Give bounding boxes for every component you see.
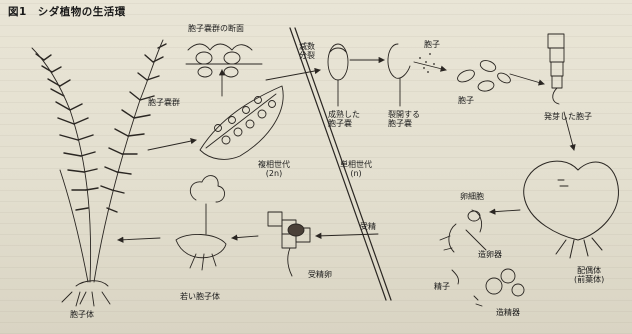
archegonium-drawing [440, 210, 486, 252]
label-sorus: 胞子嚢群 [148, 98, 180, 107]
label-reduction-division: 減数 分裂 [299, 42, 315, 60]
label-sporophyte-generation: 複相世代 (2n) [258, 160, 290, 178]
label-fertilized-egg: 受精卵 [308, 270, 332, 279]
young-sporophyte-drawing [176, 176, 226, 270]
label-dehiscing-sporangium: 裂開する 胞子嚢 [388, 110, 420, 128]
label-germinated-spore: 発芽した胞子 [544, 112, 592, 121]
fern-sporophyte-drawing [32, 40, 166, 306]
label-fertilization: 受精 [360, 222, 376, 231]
prothallus-drawing [524, 161, 619, 258]
label-mature-sporangium: 成熟した 胞子嚢 [328, 110, 360, 128]
cycle-arrows [118, 60, 574, 240]
label-spore-right: 胞子 [424, 40, 440, 49]
label-egg-cell: 卵細胞 [460, 192, 484, 201]
fertilized-egg-drawing [268, 212, 310, 276]
dehiscing-sporangium-drawing [388, 44, 435, 106]
antheridium-drawing [452, 269, 524, 306]
label-sporophyte: 胞子体 [70, 310, 94, 319]
label-gametophyte-generation: 単相世代 (n) [340, 160, 372, 178]
label-gametophyte: 配偶体 (前葉体) [574, 266, 604, 284]
germinated-spore-drawing [548, 34, 564, 104]
label-spore-center: 胞子 [458, 96, 474, 105]
label-young-sporophyte: 若い胞子体 [180, 292, 220, 301]
label-sorus-section: 胞子嚢群の断面 [188, 24, 244, 33]
label-antheridium: 造精器 [496, 308, 520, 317]
label-archegonium: 造卵器 [478, 250, 502, 259]
mature-sporangium-drawing [328, 44, 348, 106]
sorus-section-drawing [186, 44, 262, 77]
spores-drawing [456, 59, 512, 93]
label-sperm: 精子 [434, 282, 450, 291]
sorus-leaflet-drawing [200, 86, 283, 159]
